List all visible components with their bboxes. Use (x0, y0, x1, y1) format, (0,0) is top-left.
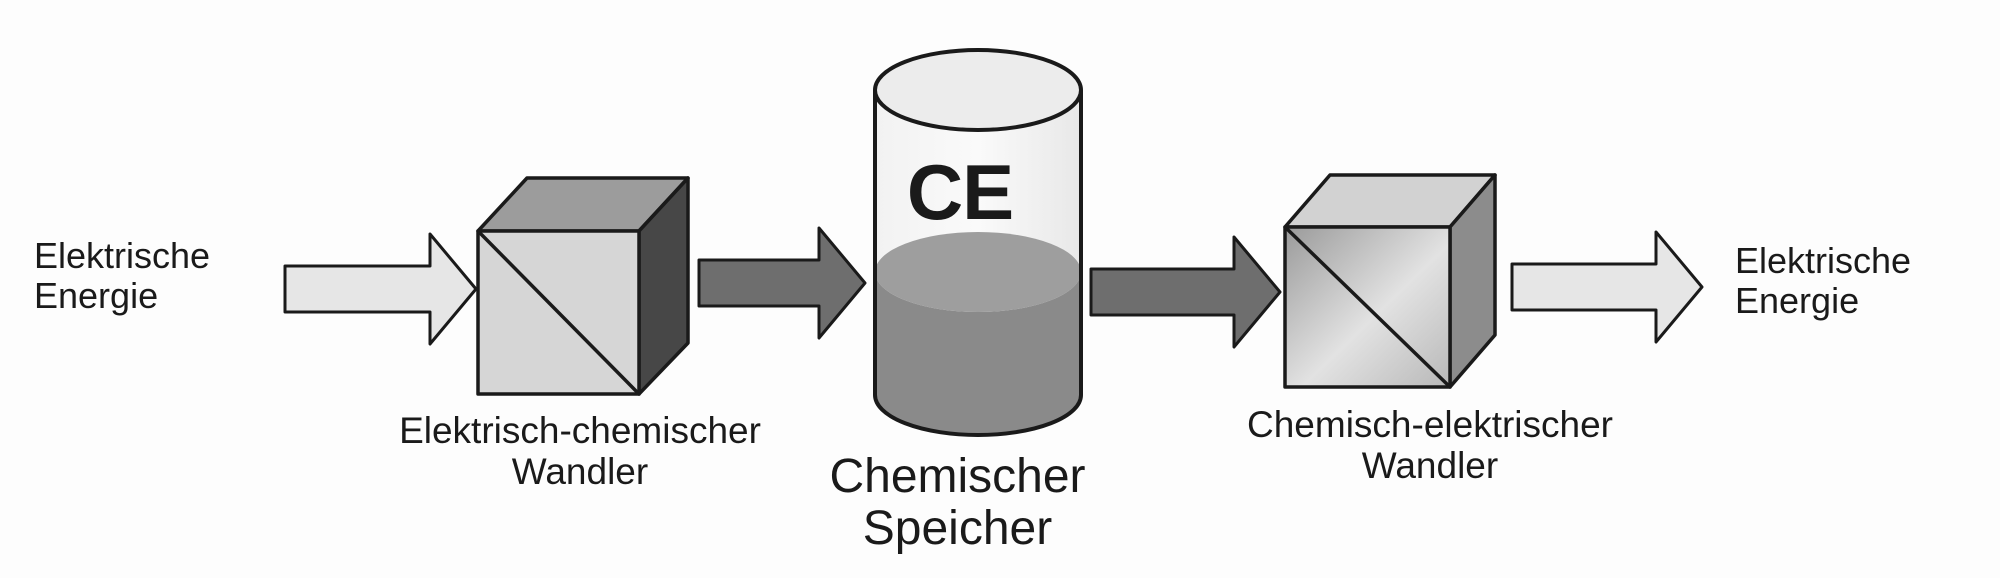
charge-arrow (697, 226, 867, 340)
converter2-label-line2: Wandler (1361, 445, 1499, 487)
storage-liquid (875, 272, 1081, 435)
converter1-label: Elektrisch-chemischer Wandler (345, 410, 815, 493)
converter2-label: Chemisch-elektrischer Wandler (1190, 404, 1670, 487)
output-arrow (1510, 230, 1704, 344)
storage-label-line1: Chemischer (829, 450, 1086, 503)
storage-cylinder (873, 48, 1083, 437)
storage-symbol: CE (906, 148, 1014, 236)
storage-label-line2: Speicher (862, 501, 1053, 555)
converter1-cube (476, 176, 690, 396)
output-label-line1: Elektrische (1735, 240, 1912, 281)
input-label: Elektrische Energie (34, 235, 211, 317)
input-label-line2: Energie (34, 275, 159, 317)
converter2-cube (1283, 173, 1497, 389)
output-label: Elektrische Energie (1735, 240, 1912, 322)
input-label-line1: Elektrische (34, 235, 211, 276)
converter2-label-line1: Chemisch-elektrischer (1247, 404, 1613, 445)
output-label-line2: Energie (1735, 280, 1860, 322)
input-arrow (283, 232, 478, 346)
converter1-label-line2: Wandler (511, 451, 649, 493)
discharge-arrow (1089, 235, 1282, 349)
converter1-label-line1: Elektrisch-chemischer (399, 410, 761, 451)
storage-label: Chemischer Speicher (800, 451, 1115, 555)
